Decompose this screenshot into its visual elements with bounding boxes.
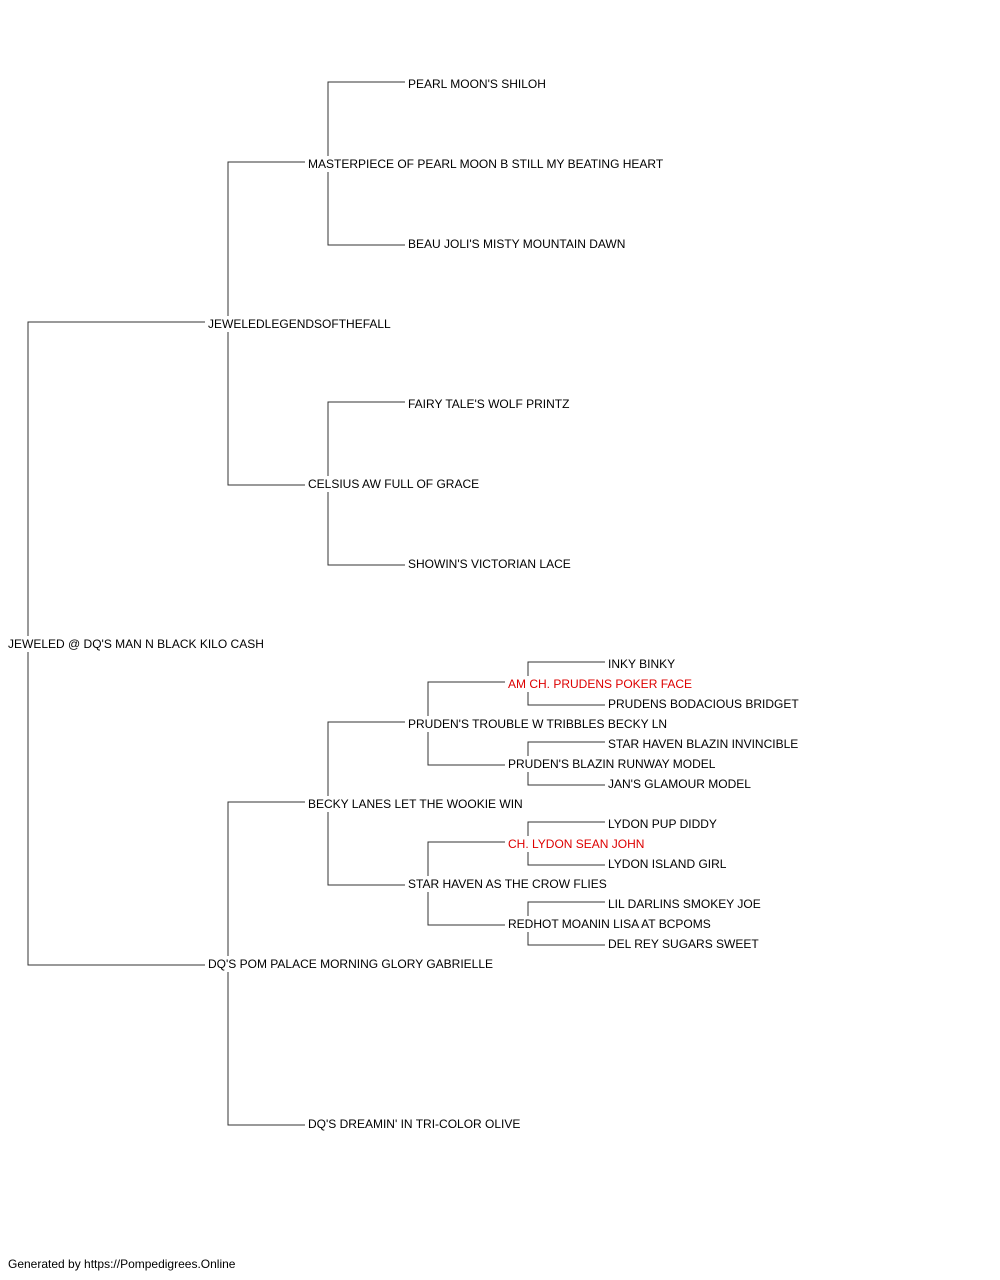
connector-dam-dam (227, 972, 305, 1126)
connector-sd-sire (327, 401, 405, 476)
connector-subject-sire (27, 321, 205, 636)
ancestor-name[interactable]: LIL DARLINS SMOKEY JOE (607, 897, 762, 911)
connector-runway-dam (527, 772, 605, 786)
connector-sire-sire (227, 161, 305, 316)
sire-sire-dam-name[interactable]: BEAU JOLI'S MISTY MOUNTAIN DAWN (407, 237, 627, 251)
champion-name[interactable]: AM CH. PRUDENS POKER FACE (507, 677, 694, 691)
connector-ss-dam (327, 172, 405, 246)
connector-lisa-sire (527, 901, 605, 916)
ancestor-name[interactable]: LYDON ISLAND GIRL (607, 857, 728, 871)
connector-runway-sire (527, 741, 605, 756)
dam-sire-sire-dam-name[interactable]: PRUDEN'S BLAZIN RUNWAY MODEL (507, 757, 717, 771)
connector-lisa-dam (527, 932, 605, 946)
ancestor-name[interactable]: DEL REY SUGARS SWEET (607, 937, 760, 951)
dam-dam-name[interactable]: DQ'S DREAMIN' IN TRI-COLOR OLIVE (307, 1117, 522, 1131)
generated-by-footer: Generated by https://Pompedigrees.Online (8, 1257, 236, 1271)
ancestor-name[interactable]: INKY BINKY (607, 657, 677, 671)
connector-ds-sire (327, 721, 405, 796)
connector-poker-sire (527, 661, 605, 676)
connector-poker-dam (527, 692, 605, 706)
connector-ds-dam (327, 812, 405, 886)
sire-sire-name[interactable]: MASTERPIECE OF PEARL MOON B STILL MY BEA… (307, 157, 665, 171)
dam-sire-sire-name[interactable]: PRUDEN'S TROUBLE W TRIBBLES BECKY LN (407, 717, 669, 731)
connector-subject-dam (27, 652, 205, 966)
connector-sd-dam (327, 492, 405, 566)
champion-name[interactable]: CH. LYDON SEAN JOHN (507, 837, 646, 851)
connector-ss-sire (327, 81, 405, 156)
connector-seanjohn-dam (527, 852, 605, 866)
connector-sire-dam (227, 332, 305, 486)
ancestor-name[interactable]: LYDON PUP DIDDY (607, 817, 718, 831)
connector-dss-sire (427, 681, 505, 716)
ancestor-name[interactable]: STAR HAVEN BLAZIN INVINCIBLE (607, 737, 800, 751)
connector-dam-sire (227, 801, 305, 956)
dam-sire-dam-name[interactable]: STAR HAVEN AS THE CROW FLIES (407, 877, 608, 891)
sire-dam-dam-name[interactable]: SHOWIN'S VICTORIAN LACE (407, 557, 572, 571)
sire-name[interactable]: JEWELEDLEGENDSOFTHEFALL (207, 317, 392, 331)
connector-dsd-dam (427, 892, 505, 926)
sire-dam-name[interactable]: CELSIUS AW FULL OF GRACE (307, 477, 481, 491)
dam-name[interactable]: DQ'S POM PALACE MORNING GLORY GABRIELLE (207, 957, 495, 971)
connector-dsd-sire (427, 841, 505, 876)
dam-sire-name[interactable]: BECKY LANES LET THE WOOKIE WIN (307, 797, 524, 811)
ancestor-name[interactable]: PRUDENS BODACIOUS BRIDGET (607, 697, 800, 711)
connector-dss-dam (427, 732, 505, 766)
connector-seanjohn-sire (527, 821, 605, 836)
sire-sire-sire-name[interactable]: PEARL MOON'S SHILOH (407, 77, 547, 91)
subject-name[interactable]: JEWELED @ DQ'S MAN N BLACK KILO CASH (7, 637, 265, 651)
sire-dam-sire-name[interactable]: FAIRY TALE'S WOLF PRINTZ (407, 397, 571, 411)
dam-sire-dam-dam-name[interactable]: REDHOT MOANIN LISA AT BCPOMS (507, 917, 712, 931)
ancestor-name[interactable]: JAN'S GLAMOUR MODEL (607, 777, 752, 791)
